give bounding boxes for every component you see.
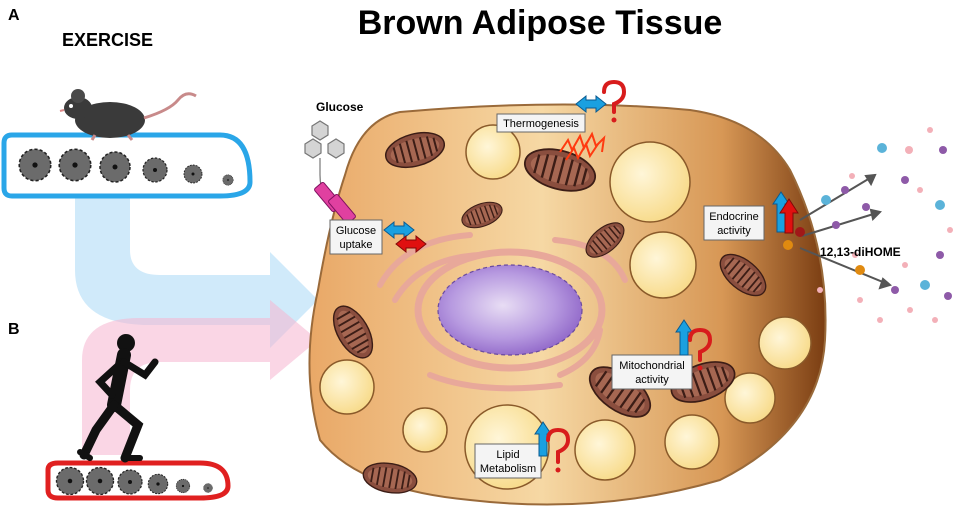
svg-text:activity: activity <box>717 225 751 237</box>
human-treadmill <box>45 460 231 501</box>
svg-text:Metabolism: Metabolism <box>480 463 536 475</box>
mouse-icon <box>59 89 197 141</box>
glucose-uptake-red-double-arrow-icon <box>395 234 427 254</box>
flow-arrow-mouse <box>75 196 318 348</box>
mitochondrial-activity-box: Mitochondrial activity <box>611 354 693 390</box>
secretion-arrows <box>799 173 893 290</box>
svg-text:uptake: uptake <box>339 239 372 251</box>
diHOME-label: 12,13-diHOME <box>820 245 901 259</box>
endocrine-red-up-arrow-icon <box>779 198 799 234</box>
heat-flame-icon <box>559 131 606 161</box>
thermogenesis-box: Thermogenesis <box>496 113 586 133</box>
mitochondrial-up-arrow-icon <box>675 319 693 356</box>
thermogenesis-question-mark-icon <box>602 79 627 123</box>
panel-a-label: A <box>8 7 20 24</box>
svg-text:Endocrine: Endocrine <box>709 211 759 223</box>
lipid-metabolism-box: Lipid Metabolism <box>474 443 542 479</box>
lipid-up-arrow-icon <box>534 421 552 457</box>
glucose-uptake-box: Glucose uptake <box>329 219 383 255</box>
runner-icon <box>77 334 159 463</box>
nucleus <box>414 248 606 372</box>
mitochondrial-question-mark-icon <box>688 327 713 371</box>
endocrine-activity-box: Endocrine activity <box>703 205 765 241</box>
svg-text:Lipid: Lipid <box>496 449 519 461</box>
svg-text:Mitochondrial: Mitochondrial <box>619 360 684 372</box>
thermogenesis-double-arrow-icon <box>575 94 607 114</box>
glucose-uptake-blue-double-arrow-icon <box>383 220 415 240</box>
svg-text:activity: activity <box>635 374 669 386</box>
endoplasmic-reticulum <box>377 232 628 392</box>
glucose-label: Glucose <box>316 100 364 114</box>
panel-b-label: B <box>8 321 20 338</box>
glut-transporter <box>314 181 356 225</box>
exercise-caption: EXERCISE <box>62 30 153 50</box>
figure-title: Brown Adipose Tissue <box>358 4 723 42</box>
mouse-treadmill <box>1 132 253 199</box>
flow-arrow-human <box>82 300 318 455</box>
svg-text:Thermogenesis: Thermogenesis <box>503 118 579 130</box>
svg-text:Glucose: Glucose <box>336 225 376 237</box>
lipid-question-mark-icon <box>546 427 571 473</box>
secreted-particles <box>783 127 953 323</box>
